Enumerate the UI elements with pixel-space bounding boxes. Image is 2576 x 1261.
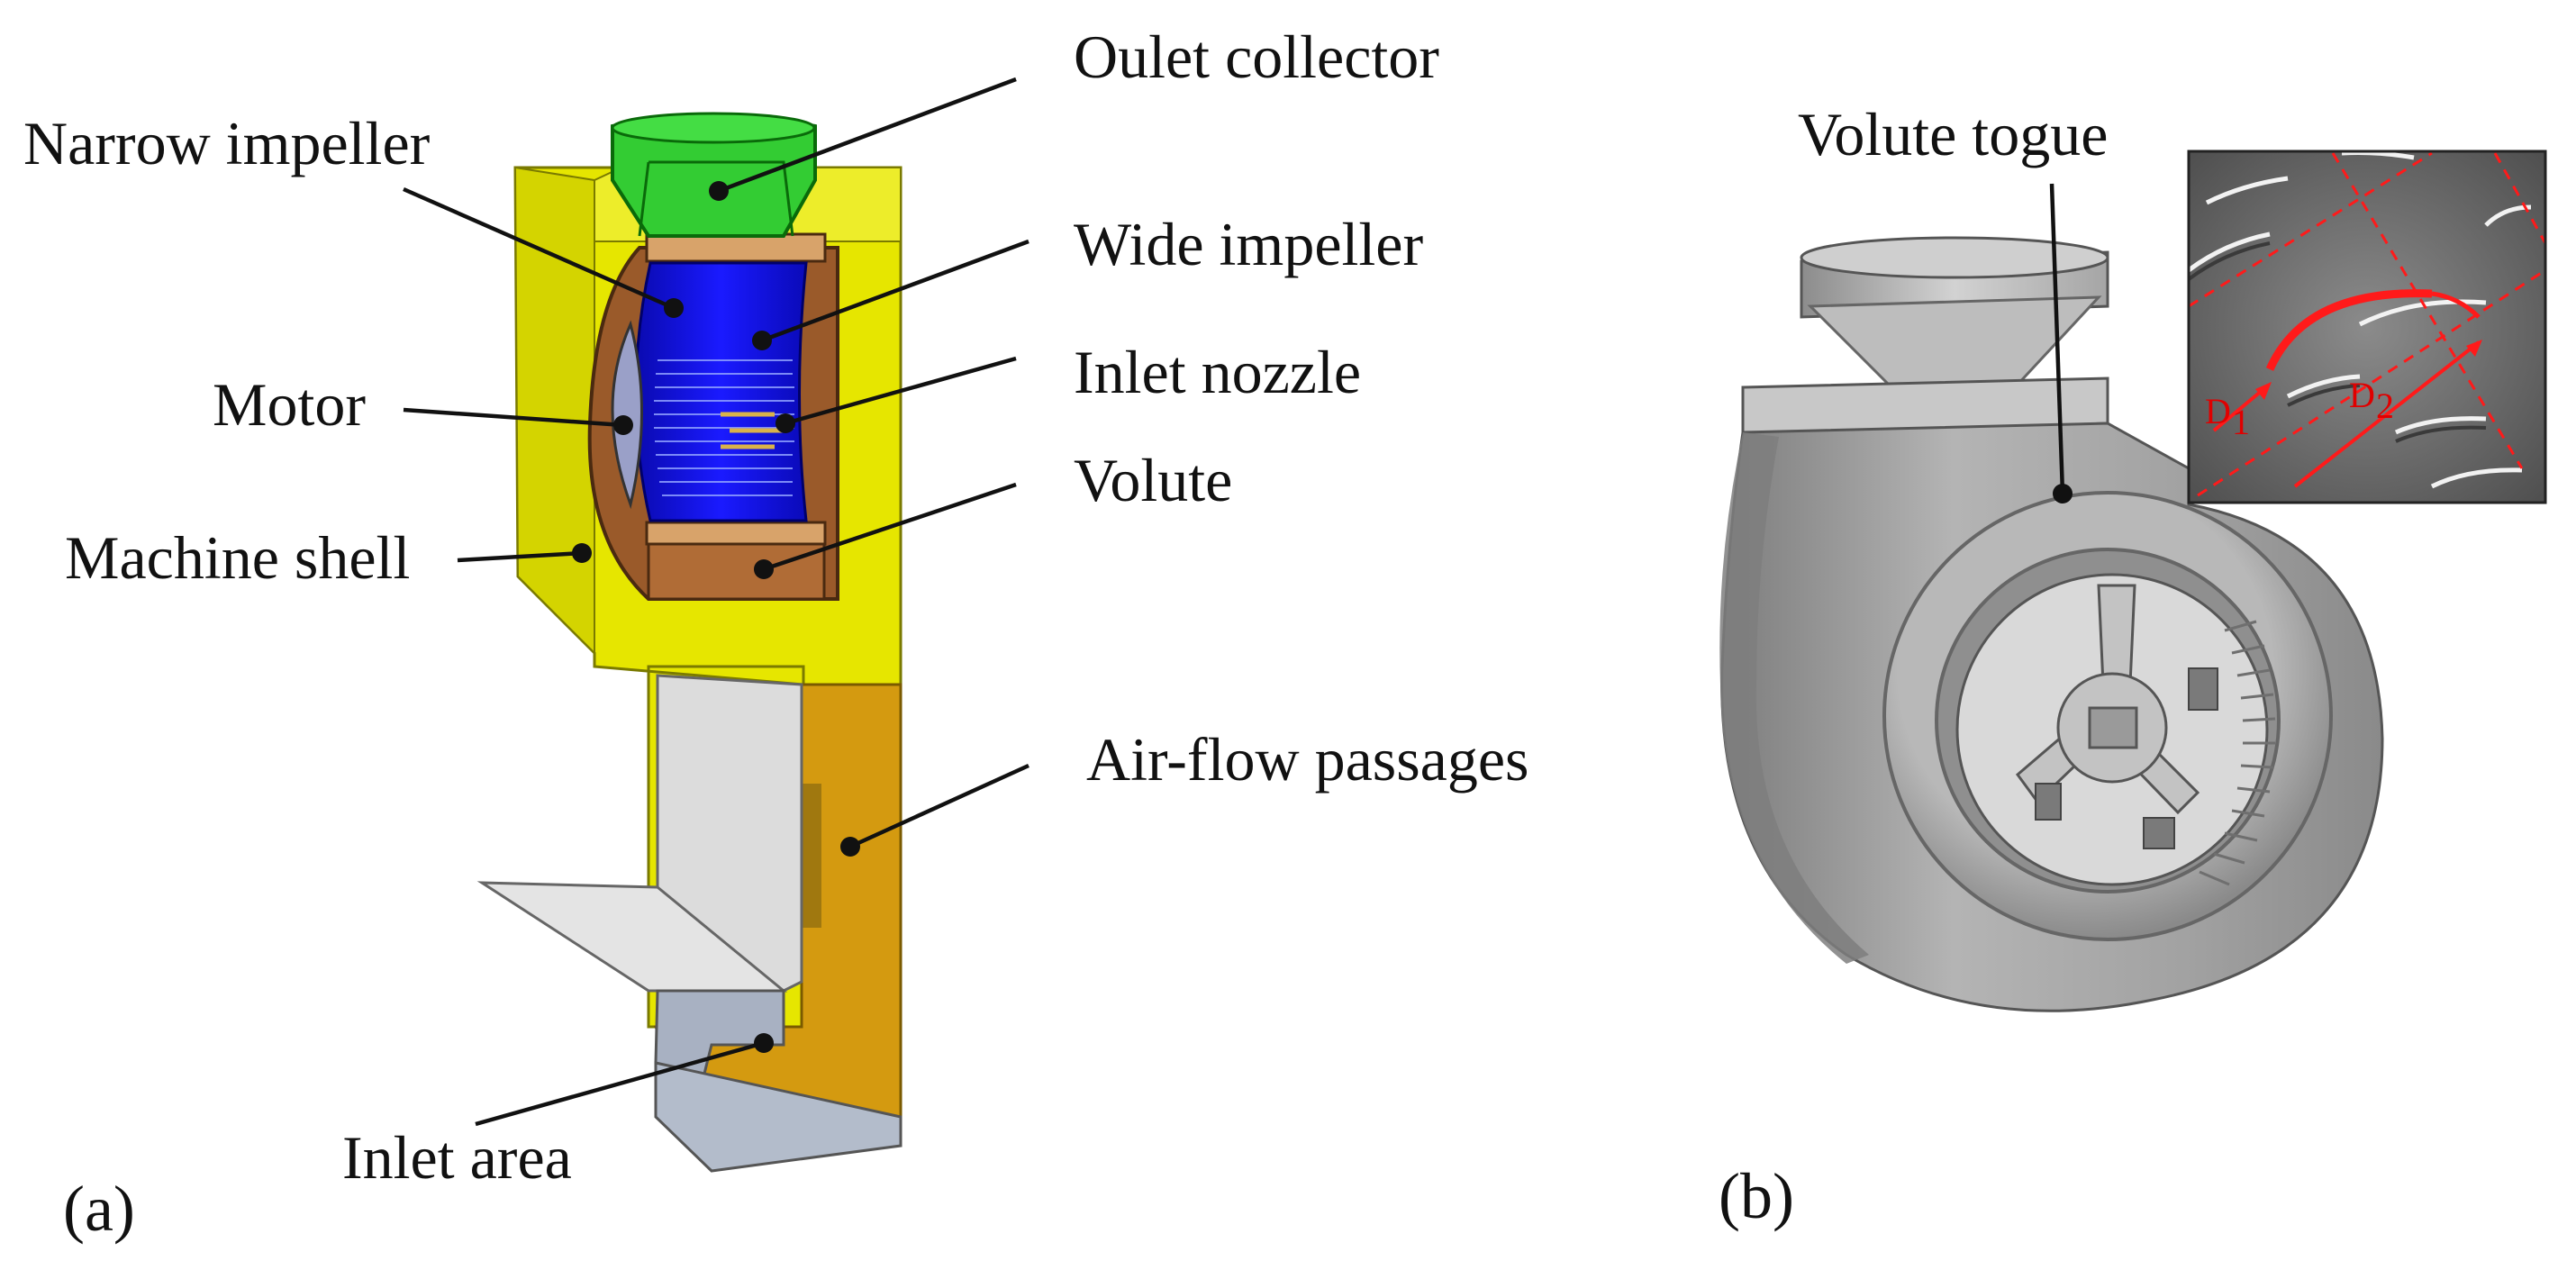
machine-shell-side (513, 166, 595, 656)
volute-face (647, 539, 826, 601)
label-machine-shell: Machine shell (65, 523, 410, 592)
fan-impeller-blades (2199, 620, 2276, 886)
label-air-flow-passages: Air-flow passages (1086, 725, 1529, 794)
inset-frame (2187, 150, 2547, 504)
impeller-shape (634, 261, 808, 522)
inlet-nozzle-accents (721, 412, 784, 449)
fan-outlet-rim (1800, 236, 2109, 279)
inset-blade-detail: D 1 D 2 (2189, 151, 2545, 503)
panel-b-tag: (b) (1719, 1160, 1794, 1232)
panel-b-leaders (2049, 183, 2073, 503)
label-volute: Volute (1074, 446, 1232, 514)
fan-casing-side (1719, 432, 1869, 964)
motor-shape (611, 320, 643, 510)
panel-a-tag: (a) (63, 1173, 135, 1245)
label-narrow-impeller: Narrow impeller (23, 109, 431, 177)
fan-motor-clips (2035, 667, 2218, 849)
air-flow-slot (802, 784, 821, 928)
label-volute-tongue: Volute togue (1798, 100, 2108, 168)
volute-top-rim (645, 232, 827, 263)
panel-a-drawing (476, 112, 903, 1173)
inlet-area-floor (654, 1061, 903, 1173)
label-motor: Motor (213, 370, 366, 439)
inset-d1-subscript: 1 (2232, 402, 2250, 442)
fan-hub-spokes (2015, 584, 2200, 815)
outlet-collector-rim (611, 112, 816, 144)
label-wide-impeller: Wide impeller (1074, 210, 1423, 278)
label-inlet-area: Inlet area (342, 1123, 572, 1192)
inset-d1-symbol: D (2205, 391, 2231, 431)
panel-b-drawing (1719, 236, 2384, 1012)
inset-d2-subscript: 2 (2376, 386, 2394, 426)
label-outlet-collector: Oulet collector (1074, 23, 1439, 91)
outlet-collector-frame (638, 160, 794, 237)
volute-bottom-rim (645, 521, 827, 546)
label-inlet-nozzle: Inlet nozzle (1074, 338, 1361, 406)
panel-a-leaders (403, 77, 1029, 1127)
inset-d2-symbol: D (2349, 375, 2375, 415)
